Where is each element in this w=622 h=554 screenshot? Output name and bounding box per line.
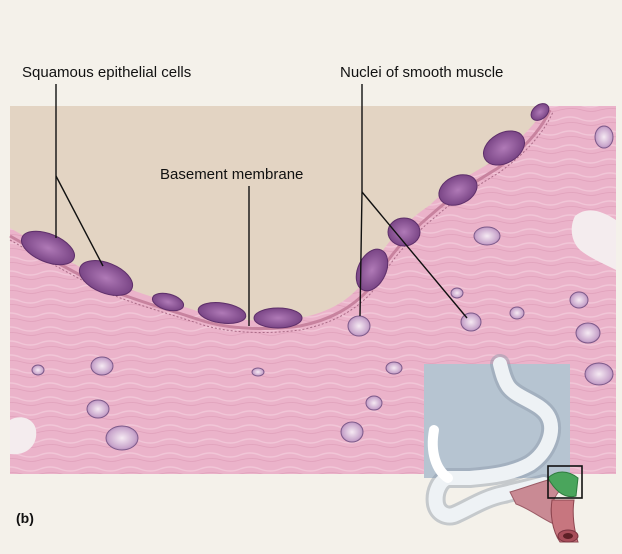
leader-lines bbox=[55, 84, 468, 326]
lumen bbox=[10, 106, 545, 321]
stomach-inset bbox=[424, 354, 583, 543]
smooth-muscle-nuclei bbox=[31, 125, 614, 451]
tissue-gap bbox=[571, 210, 616, 270]
tissue-gap bbox=[10, 417, 37, 455]
label-basement-membrane: Basement membrane bbox=[160, 166, 304, 183]
label-nuclei-smooth-muscle: Nuclei of smooth muscle bbox=[340, 64, 504, 81]
zoom-box bbox=[547, 465, 583, 499]
highlight-region bbox=[547, 471, 579, 498]
label-squamous-epithelial-cells: Squamous epithelial cells bbox=[22, 64, 192, 81]
panel-label: (b) bbox=[16, 510, 34, 526]
epithelial-cells bbox=[21, 103, 550, 329]
